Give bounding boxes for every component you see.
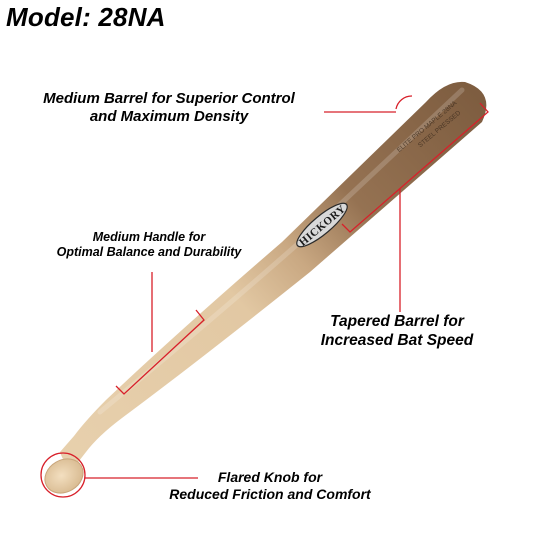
callout-handle: Medium Handle for Optimal Balance and Du… [24, 230, 274, 260]
callout-tapered-line-1: Tapered Barrel for [330, 313, 464, 330]
callout-line-knob [40, 452, 198, 498]
callout-line-tapered [341, 102, 489, 312]
callout-line-barrel-control [324, 95, 413, 113]
callout-barrel-control-line-2: and Maximum Density [89, 108, 249, 125]
callout-handle-line-2: Optimal Balance and Durability [56, 245, 242, 259]
callout-handle-line-1: Medium Handle for [92, 230, 206, 244]
callout-tapered-line-2: Increased Bat Speed [320, 331, 474, 349]
callout-barrel-control: Medium Barrel for Superior Control and M… [14, 90, 324, 126]
callout-line-handle [115, 272, 205, 395]
callout-knob: Flared Knob for Reduced Friction and Com… [130, 469, 410, 503]
callout-tapered: Tapered Barrel for Increased Bat Speed [292, 313, 502, 350]
page-title: Model: 28NA [6, 2, 166, 32]
bat-knob [44, 458, 84, 494]
callout-knob-line-2: Reduced Friction and Comfort [169, 485, 371, 502]
bat-body [60, 81, 487, 471]
callout-barrel-control-line-1: Medium Barrel for Superior Control [43, 90, 295, 107]
bat-shape [60, 81, 487, 471]
callout-knob-line-1: Flared Knob for [217, 469, 323, 485]
bat-highlight [97, 87, 465, 415]
